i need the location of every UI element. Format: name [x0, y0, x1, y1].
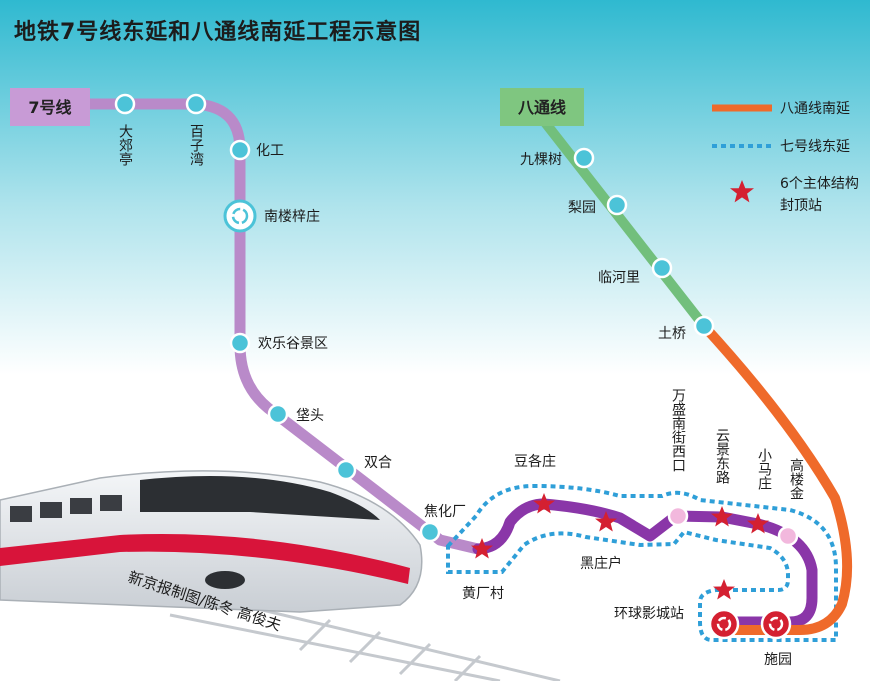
- capped-stations: [471, 493, 769, 600]
- star-xiaomazhuang: [747, 513, 769, 534]
- label-shuanghe: 双合: [364, 455, 392, 471]
- label-huangchangcun: 黄厂村: [462, 585, 504, 602]
- legend: 八通线南延 七号线东延 6个主体结构 封顶站: [712, 101, 859, 214]
- train-illustration: [0, 470, 561, 681]
- label-huagong: 化工: [256, 143, 284, 159]
- station-huanlegu[interactable]: [229, 332, 251, 354]
- label-liyuan: 梨园: [568, 200, 596, 216]
- line7-label-box: 7号线: [10, 88, 90, 126]
- label-xiaomazhuang: 小马庄: [756, 448, 772, 490]
- label-dajiaoting: 大郊亭: [117, 124, 133, 166]
- label-shiyuan: 施园: [764, 652, 792, 668]
- train-windows: [10, 495, 122, 522]
- ext-stations: [667, 505, 799, 547]
- line7-ext-route: [472, 498, 818, 628]
- station-gaoloujin[interactable]: [777, 525, 799, 547]
- label-heizhuanghu: 黑庄户: [580, 555, 622, 572]
- label-gaoloujin: 高楼金: [788, 457, 804, 500]
- legend-star-icon: [730, 180, 754, 203]
- station-huagong[interactable]: [229, 139, 251, 161]
- label-yunjingdonglu: 云景东路: [714, 428, 730, 484]
- legend-star-label-1: 6个主体结构: [780, 176, 859, 192]
- station-shiyuan[interactable]: [760, 608, 792, 640]
- legend-star-label-2: 封顶站: [780, 198, 822, 214]
- station-linheli[interactable]: [651, 257, 673, 279]
- batong-stations: [573, 147, 715, 337]
- label-jiukeshu: 九棵树: [520, 152, 562, 168]
- star-yunjingdonglu: [711, 506, 733, 527]
- label-wanshengnanjiexikou: 万盛南街西口: [670, 388, 686, 472]
- line7-route: [84, 98, 484, 555]
- station-jiukeshu[interactable]: [573, 147, 595, 169]
- label-huanlegu: 欢乐谷景区: [258, 336, 328, 352]
- legend-line7-ext-label: 七号线东延: [780, 139, 850, 155]
- station-wanshengnanjiexikou[interactable]: [667, 505, 689, 527]
- station-dajiaoting[interactable]: [114, 93, 136, 115]
- star-huangchangcun: [471, 538, 493, 559]
- train-stripe: [0, 533, 410, 584]
- station-jiaohuachang[interactable]: [419, 521, 441, 543]
- legend-batong-ext-label: 八通线南延: [780, 101, 850, 117]
- label-daotou: 垡头: [296, 408, 324, 424]
- station-shuanghe[interactable]: [335, 459, 357, 481]
- label-huanqiuyingcheng: 环球影城站: [614, 606, 684, 622]
- label-tuqiao: 土桥: [658, 326, 686, 342]
- star-heizhuanghu: [595, 511, 617, 532]
- line7-label: 7号线: [28, 98, 71, 117]
- station-labels: 大郊亭 百子湾 化工 南楼梓庄 欢乐谷景区 垡头 双合 焦化厂 黄厂村 豆各庄 …: [117, 124, 804, 668]
- batong-route: [535, 111, 709, 331]
- label-jiaohuachang: 焦化厂: [424, 504, 466, 520]
- label-linheli: 临河里: [598, 270, 640, 286]
- train-windshield: [140, 476, 380, 520]
- label-nanlouzizhuang: 南楼梓庄: [264, 208, 320, 225]
- page-title: 地铁7号线东延和八通线南延工程示意图: [14, 20, 422, 45]
- rail-track: [169, 598, 561, 681]
- station-tuqiao[interactable]: [693, 315, 715, 337]
- label-dougezhuang: 豆各庄: [514, 453, 556, 470]
- label-baiziwan: 百子湾: [188, 124, 204, 166]
- station-nanlouzizhuang[interactable]: [223, 199, 257, 233]
- star-dougezhuang: [533, 493, 555, 514]
- line7-ext-outline: [446, 483, 838, 642]
- station-huanqiuyingcheng[interactable]: [708, 608, 740, 640]
- line7-stations: [114, 93, 441, 543]
- train-light: [205, 571, 245, 589]
- batong-label-box: 八通线: [500, 88, 584, 126]
- station-daotou[interactable]: [267, 403, 289, 425]
- star-huanqiuyingcheng: [713, 579, 735, 600]
- station-baiziwan[interactable]: [185, 93, 207, 115]
- batong-ext-route: [699, 321, 853, 635]
- station-liyuan[interactable]: [606, 194, 628, 216]
- batong-label: 八通线: [517, 98, 566, 117]
